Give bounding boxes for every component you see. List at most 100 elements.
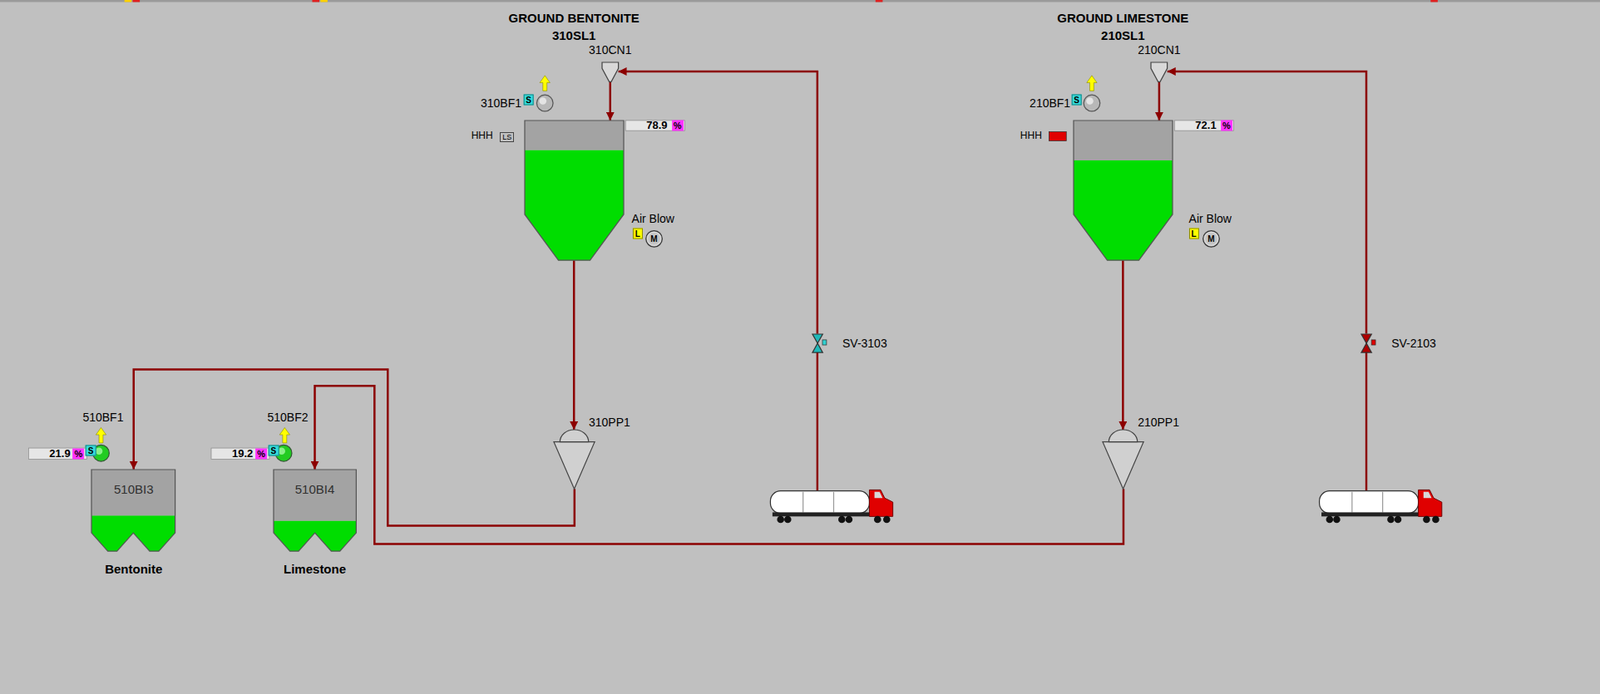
pump-symbol: [553, 442, 595, 489]
label-holder: 310BF1: [480, 96, 522, 111]
label-holder: HHH: [1020, 129, 1042, 142]
mode-badge: L: [632, 228, 643, 240]
level-value: 72.1: [1195, 119, 1216, 132]
silo-tag: 310SL1: [552, 27, 597, 45]
bin-vent-fan: [1083, 94, 1101, 112]
pump-dome: [1109, 429, 1138, 443]
label-holder: S: [523, 94, 534, 106]
solenoid-valve-shape: [812, 334, 823, 353]
text-holder: 310SL1: [552, 27, 597, 45]
pneumatic-pump-shape: [1102, 429, 1144, 489]
level-bar: [28, 120, 1234, 460]
bin-outline: [91, 469, 176, 552]
label-holder: 19.2: [232, 448, 253, 460]
text-holder: 210SL1: [1101, 27, 1146, 45]
cyclone-symbol: [1150, 62, 1168, 82]
status-strip: [875, 0, 884, 2]
truck-pipe: [816, 352, 819, 492]
motor-tag: Air Blow: [1189, 211, 1232, 226]
label-holder: %: [1220, 120, 1233, 132]
level-unit: %: [255, 449, 267, 460]
text-holder: 510BI3: [113, 482, 154, 498]
level-bar: [211, 448, 270, 460]
status-badge: S: [523, 94, 534, 106]
day-bin-shape: [91, 469, 176, 552]
valve-indicator: [1371, 340, 1376, 346]
label-holder: LS: [499, 132, 514, 143]
label-holder: Air Blow: [632, 211, 675, 226]
level-value: 21.9: [49, 448, 70, 460]
cyclone-separator-shape: [1150, 62, 1168, 82]
level-unit: %: [73, 449, 85, 460]
motor-symbol-text: M: [1207, 234, 1215, 244]
air-blow-motor: [1203, 231, 1220, 248]
status-strip: [0, 0, 1600, 2]
label-holder: M: [650, 234, 657, 244]
label-holder: %: [73, 449, 85, 460]
silo-empty: [524, 120, 624, 151]
status-strip: [124, 0, 133, 2]
bin-empty: [91, 469, 176, 516]
equipment-tag: 310CN1: [588, 43, 632, 58]
cyclone-separator: 210CN1: [1150, 62, 1168, 82]
valve-indicator: [822, 340, 1376, 346]
pump-symbol: [1102, 442, 1144, 489]
level-switch: LS: [499, 132, 514, 143]
valve-tag: SV-2103: [1391, 335, 1437, 351]
silo-title: GROUND BENTONITE: [508, 9, 640, 27]
equipment-tag: 510BF2: [266, 410, 308, 425]
status-strip: [0, 0, 1600, 2]
label-holder: S: [268, 444, 280, 456]
cyclone-symbol: [602, 62, 619, 82]
storage-silo-shape: [524, 120, 624, 261]
text-holder: Bentonite: [104, 561, 163, 578]
level-switch-tag: HHH: [471, 129, 494, 142]
bin-vent-fan: [277, 447, 286, 455]
valve-tag: SV-3103: [842, 335, 888, 351]
valve-symbol: [812, 343, 823, 353]
bin-vent-fan: [95, 428, 106, 444]
text-holder: 510BI4: [295, 482, 336, 498]
high-level-alarm: [1048, 131, 1067, 141]
bin-material: Limestone: [283, 561, 346, 578]
status-badge: S: [85, 444, 97, 456]
storage-silo: GROUND LIMESTONE210SL1: [1073, 120, 1173, 261]
bin-vent-fan: [538, 97, 547, 105]
text-holder: GROUND LIMESTONE: [1056, 9, 1189, 27]
text-holder: SV-3103: [842, 335, 888, 351]
status-strip: [133, 0, 141, 2]
material-pipe: [618, 71, 818, 335]
level-unit: %: [671, 120, 684, 132]
valve-symbol: [1361, 343, 1372, 353]
status-badge: S: [1071, 94, 1082, 106]
air-blow-motor: [1204, 232, 1219, 246]
bin-vent-fan: [93, 75, 1101, 462]
material-pipe: [1121, 260, 1125, 430]
material-pipe: [1167, 71, 1367, 335]
pump-tag: 310PP1: [588, 415, 631, 430]
label-holder: 510BF2: [266, 410, 308, 425]
label-holder: 510BF1: [82, 410, 124, 425]
silo-title: GROUND LIMESTONE: [1056, 9, 1189, 27]
bin-vent-fan: [279, 428, 290, 444]
day-bin-shape: [273, 469, 356, 552]
equipment-tag: 210CN1: [1137, 43, 1181, 58]
text-holder: GROUND BENTONITE: [508, 9, 640, 27]
bin-outline: [273, 469, 356, 552]
silo-tag: 210SL1: [1101, 27, 1146, 45]
label-holder: %: [255, 449, 267, 460]
bin-tag: 510BI3: [113, 482, 154, 498]
label-holder: 210BF1: [1029, 96, 1071, 111]
level-switch-tag: HHH: [1020, 129, 1042, 142]
text-holder: 310CN1: [588, 43, 632, 58]
material-pipe: [609, 81, 613, 121]
day-bin: 510BI3Bentonite: [91, 469, 176, 552]
bin-vent-fan: [539, 75, 550, 91]
text-holder: 210CN1: [1137, 43, 1181, 58]
material-pipe: [1158, 81, 1161, 121]
high-level-alarm: [1048, 131, 1067, 141]
silo-outline: [1073, 120, 1173, 261]
